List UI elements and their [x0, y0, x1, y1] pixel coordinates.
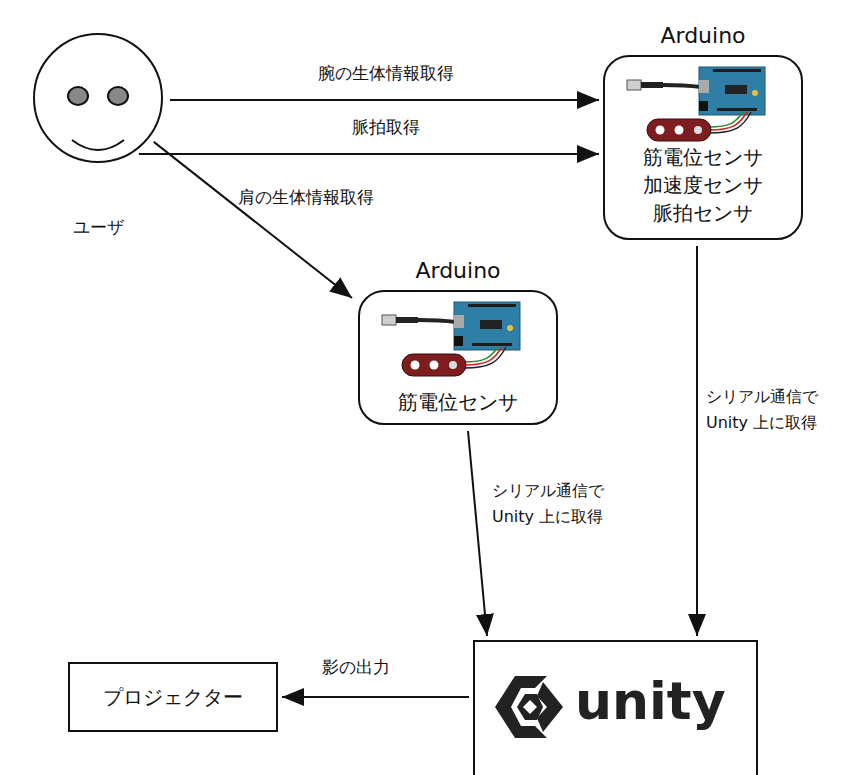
logo-part — [517, 694, 543, 720]
logo-part — [523, 700, 537, 714]
sensor-name: 脈拍センサ — [605, 199, 801, 227]
logo-part — [495, 676, 547, 738]
arduino-title: Arduino — [360, 256, 556, 286]
face-circle — [34, 34, 162, 162]
projector-box: プロジェクター — [68, 662, 278, 732]
arduino-title: Arduino — [605, 21, 801, 51]
arrow-connector — [139, 153, 599, 155]
unity-wordmark: unity — [575, 666, 726, 736]
arduino-box: Arduino筋電位センサ加速度センサ脈拍センサ — [603, 55, 803, 240]
unity-box: unity — [473, 640, 758, 775]
edge-label: シリアル通信で Unity 上に取得 — [492, 478, 620, 530]
arduino-board-illustration — [360, 298, 560, 386]
face-outline — [32, 32, 164, 164]
arduino-box: Arduino筋電位センサ — [358, 290, 558, 425]
arrow-connector — [696, 246, 698, 636]
sensor-name: 筋電位センサ — [360, 388, 556, 416]
edge-label: 影の出力 — [322, 654, 390, 680]
edge-label: 肩の生体情報取得 — [238, 184, 374, 210]
sensor-name: 筋電位センサ — [605, 143, 801, 171]
arrow-connector — [170, 99, 599, 101]
arrow-connector — [468, 431, 487, 636]
sensor-list: 筋電位センサ加速度センサ脈拍センサ — [605, 143, 801, 227]
arrow-connector — [282, 696, 469, 698]
projector-label: プロジェクター — [103, 684, 243, 711]
sensor-name: 加速度センサ — [605, 171, 801, 199]
user-label: ユーザ — [32, 216, 164, 239]
arduino-board-illustration — [605, 63, 805, 151]
edge-label: 腕の生体情報取得 — [318, 60, 454, 86]
arrow-connector — [154, 142, 352, 298]
sensor-list: 筋電位センサ — [360, 388, 556, 416]
mouth — [72, 140, 124, 150]
user-face: ユーザ — [32, 32, 164, 164]
edge-label: 脈拍取得 — [352, 114, 420, 140]
unity-logo — [493, 670, 567, 744]
eye — [108, 87, 128, 105]
eye — [68, 87, 88, 105]
edge-label: シリアル通信で Unity 上に取得 — [706, 384, 834, 436]
